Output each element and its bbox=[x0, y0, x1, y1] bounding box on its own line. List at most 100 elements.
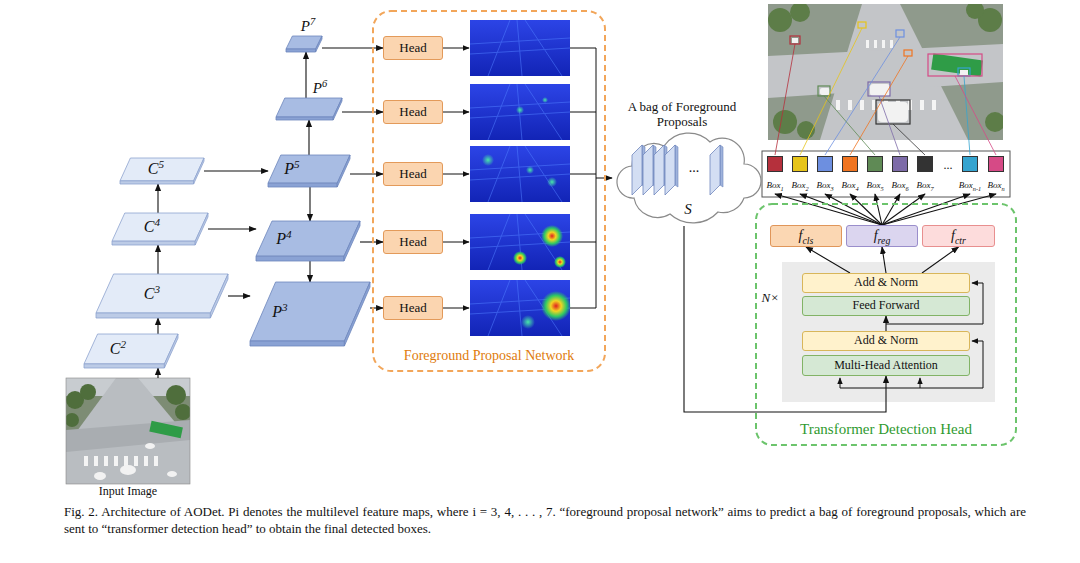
feature-map-slab: P5 bbox=[268, 155, 350, 187]
box-token: Box7 bbox=[911, 156, 939, 194]
dashed-region: Foreground Proposal NetworkHeadHeadHeadH… bbox=[372, 10, 606, 372]
symbol-base: Box bbox=[959, 180, 973, 190]
slab-face bbox=[344, 282, 370, 346]
merge-bracket bbox=[570, 48, 606, 308]
head-output-arrow bbox=[443, 308, 469, 309]
heatmap bbox=[521, 315, 535, 329]
dashed-region: Transformer Detection HeadfclsfregfctrN×… bbox=[755, 203, 1017, 446]
output-branch: freg bbox=[846, 225, 918, 247]
proposal-slab bbox=[632, 145, 642, 195]
arrow-connector bbox=[882, 194, 996, 225]
heatmap bbox=[482, 154, 494, 166]
arrow-connector bbox=[370, 307, 383, 308]
leader-line bbox=[800, 28, 862, 155]
detection-photo bbox=[958, 68, 970, 76]
box-token: Box5 bbox=[861, 156, 889, 194]
leader-line bbox=[964, 76, 970, 155]
slab-face bbox=[250, 341, 344, 346]
merge-bracket bbox=[570, 112, 596, 113]
box-swatch bbox=[767, 156, 783, 172]
detection-photo bbox=[876, 100, 910, 124]
box-swatch bbox=[842, 156, 858, 172]
heatmap bbox=[513, 251, 527, 265]
head-box: Head bbox=[383, 162, 443, 186]
input-photo bbox=[94, 443, 177, 480]
input-photo bbox=[124, 456, 128, 466]
input-photo bbox=[114, 456, 118, 466]
layer-box: Add & Norm bbox=[802, 273, 970, 293]
symbol-base: P bbox=[313, 80, 322, 96]
arrow-connector bbox=[360, 241, 383, 242]
feature-map-slab: C5 bbox=[120, 158, 204, 184]
slab-shape bbox=[250, 282, 370, 346]
symbol-base: P bbox=[301, 18, 310, 34]
detection-photo bbox=[790, 36, 800, 44]
detection-photo bbox=[860, 100, 864, 110]
arrow-connector bbox=[606, 177, 612, 178]
slab-face bbox=[210, 274, 228, 318]
input-photo bbox=[154, 456, 158, 466]
node-label: Input Image bbox=[99, 485, 157, 499]
node-label: N× bbox=[762, 291, 779, 306]
leader-line bbox=[955, 76, 996, 155]
slab-shape bbox=[256, 221, 360, 261]
slab-face bbox=[195, 213, 208, 245]
symbol-base: C bbox=[148, 160, 159, 177]
symbol-base: f bbox=[799, 228, 803, 243]
symbol-base: Box bbox=[816, 180, 830, 190]
heatmap bbox=[541, 225, 563, 247]
symbol-index: 6 bbox=[905, 185, 908, 192]
detection-photo bbox=[768, 44, 1003, 98]
heatmap bbox=[541, 291, 571, 321]
node-label: fcls bbox=[799, 228, 814, 244]
proposal-slab bbox=[710, 145, 723, 195]
arrow-connector bbox=[922, 247, 959, 273]
node-label: C4 bbox=[144, 218, 160, 236]
layer-box: Feed Forward bbox=[802, 296, 970, 316]
merge-bracket bbox=[570, 48, 596, 49]
heatmap bbox=[526, 166, 534, 174]
proposal-slab bbox=[675, 145, 678, 187]
symbol-base: P bbox=[272, 303, 282, 320]
box-swatch bbox=[988, 156, 1004, 172]
symbol-base: P bbox=[276, 230, 286, 247]
symbol-index: 4 bbox=[286, 227, 292, 239]
slab-face bbox=[333, 98, 342, 120]
node-label: Add & Norm bbox=[854, 276, 918, 290]
detection-photo bbox=[792, 38, 968, 122]
symbol-base: Box bbox=[987, 180, 1001, 190]
input-photo bbox=[66, 378, 190, 484]
symbol-index: 3 bbox=[282, 300, 288, 312]
input-photo bbox=[145, 443, 155, 449]
symbol-index: 3 bbox=[155, 282, 161, 294]
detection-photo bbox=[768, 1, 1005, 140]
figure-caption: Fig. 2. Architecture of AODet. Pi denote… bbox=[64, 503, 1026, 537]
leader-line bbox=[775, 44, 795, 155]
node-label: Boxn bbox=[987, 180, 1004, 190]
arrow-connector bbox=[825, 194, 882, 225]
node-label: Feed Forward bbox=[853, 299, 920, 313]
head-output-arrow bbox=[443, 48, 469, 49]
residual-arrow bbox=[840, 378, 841, 388]
symbol-index: 6 bbox=[322, 78, 327, 89]
input-photo bbox=[66, 413, 79, 427]
merge-bracket bbox=[570, 242, 596, 243]
detection-photo bbox=[904, 50, 912, 56]
slab-face bbox=[96, 313, 210, 318]
slab-face bbox=[194, 158, 204, 184]
input-photo bbox=[66, 378, 190, 484]
input-photo bbox=[84, 456, 88, 466]
symbol-index: ctr bbox=[955, 235, 966, 246]
slab-face bbox=[120, 181, 194, 184]
input-photo bbox=[175, 404, 190, 420]
heatmap bbox=[542, 97, 548, 103]
input-photo bbox=[65, 378, 191, 484]
feature-map-slab: C4 bbox=[112, 213, 208, 245]
node-label: S bbox=[684, 201, 692, 218]
arrow-connector bbox=[684, 226, 886, 412]
heatmap bbox=[547, 177, 557, 187]
head-box: Head bbox=[383, 100, 443, 124]
input-photo bbox=[66, 378, 190, 484]
merge-bracket bbox=[570, 174, 596, 175]
symbol-index: 7 bbox=[930, 185, 933, 192]
